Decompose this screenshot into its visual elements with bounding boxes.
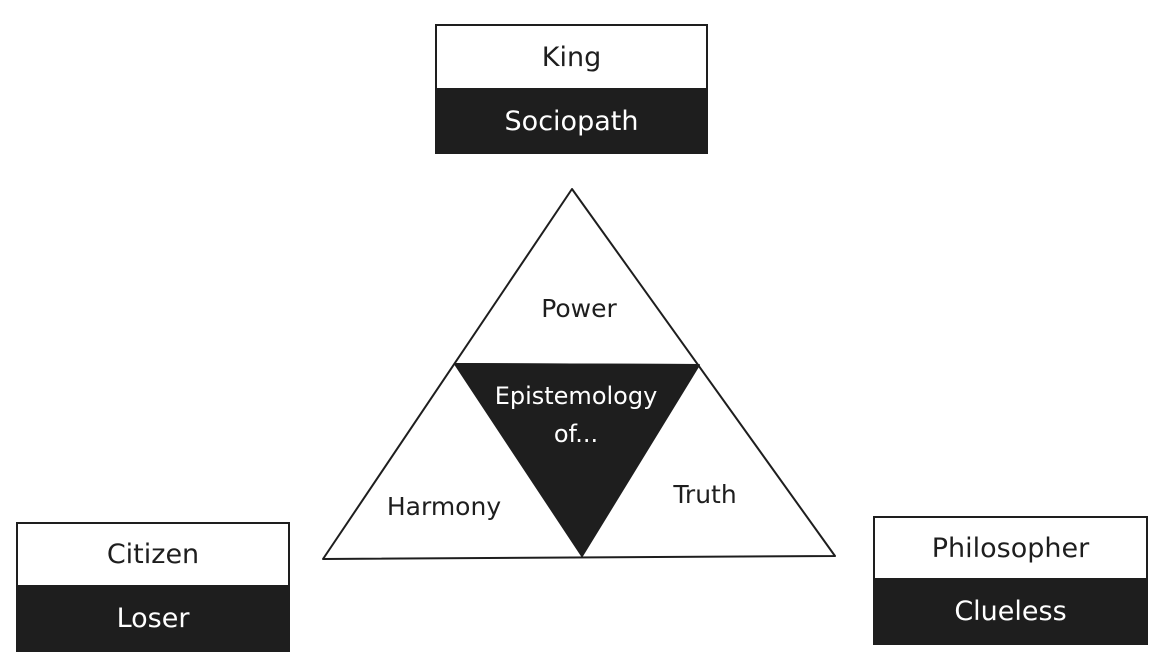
sociopath-label: Sociopath — [435, 89, 708, 154]
loser-label: Loser — [16, 585, 290, 652]
epistemology-label: Epistemology — [495, 382, 658, 410]
center-inverted-triangle — [454, 363, 700, 557]
truth-label: Truth — [672, 480, 736, 509]
harmony-label: Harmony — [387, 492, 501, 521]
citizen-card: Citizen Loser — [16, 522, 290, 652]
king-card: King Sociopath — [435, 24, 708, 154]
king-label: King — [435, 24, 708, 90]
clueless-label: Clueless — [873, 578, 1148, 645]
power-label: Power — [541, 294, 617, 323]
philosopher-label: Philosopher — [873, 516, 1148, 580]
citizen-label: Citizen — [16, 522, 290, 587]
philosopher-card: Philosopher Clueless — [873, 516, 1148, 645]
of-label: of... — [554, 420, 598, 448]
